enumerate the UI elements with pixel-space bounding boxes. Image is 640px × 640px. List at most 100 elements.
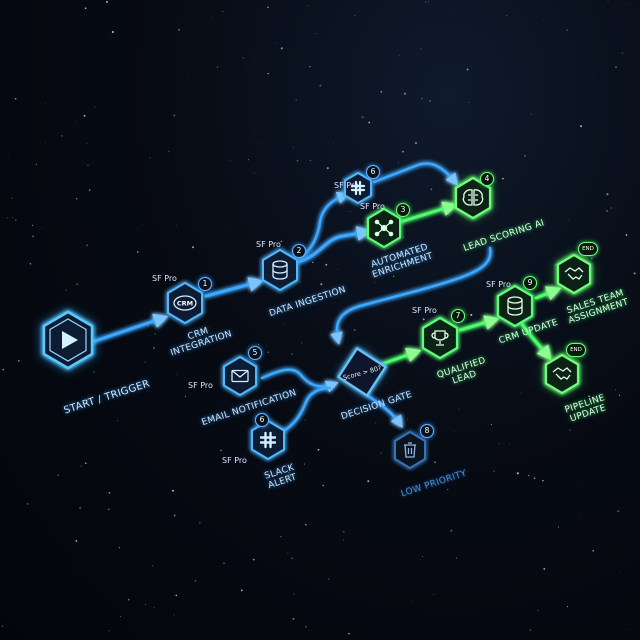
star [304, 419, 306, 421]
slack-icon [259, 431, 277, 449]
node-start[interactable] [40, 308, 96, 372]
star [108, 508, 110, 511]
handshake-icon [564, 267, 584, 280]
star [106, 0, 108, 3]
star [348, 632, 350, 635]
star [75, 121, 77, 123]
star [152, 565, 154, 567]
star [623, 113, 625, 115]
node-pipeline-update[interactable] [543, 352, 581, 396]
star [420, 559, 422, 560]
star [414, 141, 418, 145]
star [258, 142, 260, 144]
badge-slack-top: 6 [366, 165, 380, 179]
star [187, 78, 188, 80]
star [199, 522, 201, 524]
star [569, 429, 571, 431]
badge-crm-update: 9 [523, 276, 537, 290]
star [220, 403, 222, 404]
star [606, 193, 609, 196]
node-automated-enrichment[interactable] [367, 207, 401, 249]
star [60, 134, 63, 137]
star [592, 549, 595, 552]
star [144, 604, 147, 606]
node-crm-update[interactable] [496, 284, 534, 328]
star [615, 389, 616, 391]
star [579, 512, 581, 513]
star [14, 97, 17, 100]
connector-decision-low [366, 394, 403, 429]
star [154, 333, 157, 335]
star [127, 599, 130, 601]
star [607, 0, 609, 2]
badge-qualified: 7 [451, 309, 465, 323]
star [567, 606, 569, 608]
tag-email: SF Pro [188, 381, 213, 390]
star [173, 514, 176, 517]
node-decision-gate[interactable]: Score > 80? [334, 344, 391, 401]
network-icon [374, 219, 394, 237]
node-crm-integration[interactable]: CRM [167, 281, 203, 325]
star [280, 47, 283, 50]
tag-qualified: SF Pro [412, 306, 437, 315]
node-qualified-lead[interactable] [421, 316, 459, 360]
star [149, 157, 151, 159]
star [76, 283, 79, 286]
star [588, 395, 590, 398]
star [80, 465, 83, 468]
star [304, 625, 307, 628]
star [466, 68, 469, 71]
star [557, 526, 559, 528]
node-slack-top[interactable] [344, 171, 372, 205]
node-slack-alert[interactable] [251, 419, 285, 461]
badge-slack-alert: 6 [255, 413, 269, 427]
star [266, 346, 268, 348]
node-lead-scoring[interactable] [454, 176, 492, 220]
star [293, 146, 295, 148]
star [385, 256, 387, 258]
node-data-ingestion[interactable] [262, 248, 298, 292]
star [99, 382, 100, 384]
star [393, 275, 395, 277]
star [568, 297, 570, 299]
node-low-priority[interactable] [394, 430, 426, 470]
star [12, 217, 13, 218]
connector-slack-decision [280, 386, 332, 434]
star [398, 54, 400, 56]
star [267, 6, 269, 9]
star [455, 557, 458, 559]
node-sales-assignment[interactable] [555, 252, 593, 296]
star [84, 7, 87, 10]
star [493, 470, 495, 473]
star [309, 159, 311, 161]
star [253, 172, 256, 175]
star [288, 472, 290, 474]
star [337, 603, 339, 604]
star [523, 154, 526, 157]
star [416, 249, 419, 252]
star [622, 182, 623, 184]
star [194, 580, 197, 582]
star [450, 9, 452, 10]
star [403, 92, 406, 95]
star [280, 240, 282, 243]
star [568, 220, 569, 221]
star [300, 341, 303, 344]
star [458, 408, 460, 410]
star [520, 392, 522, 394]
star [427, 1, 429, 3]
star [222, 11, 224, 13]
star [173, 114, 176, 117]
star [528, 474, 530, 477]
tag-slack-top: SF Pro [334, 181, 359, 190]
star [144, 361, 146, 363]
connector-start-crm [90, 313, 169, 344]
node-email-notification[interactable] [223, 355, 257, 397]
star [267, 72, 269, 75]
star [223, 562, 225, 565]
star [142, 223, 144, 225]
star [107, 23, 109, 25]
star [325, 263, 328, 266]
tag-crm-update: SF Pro [486, 280, 511, 289]
